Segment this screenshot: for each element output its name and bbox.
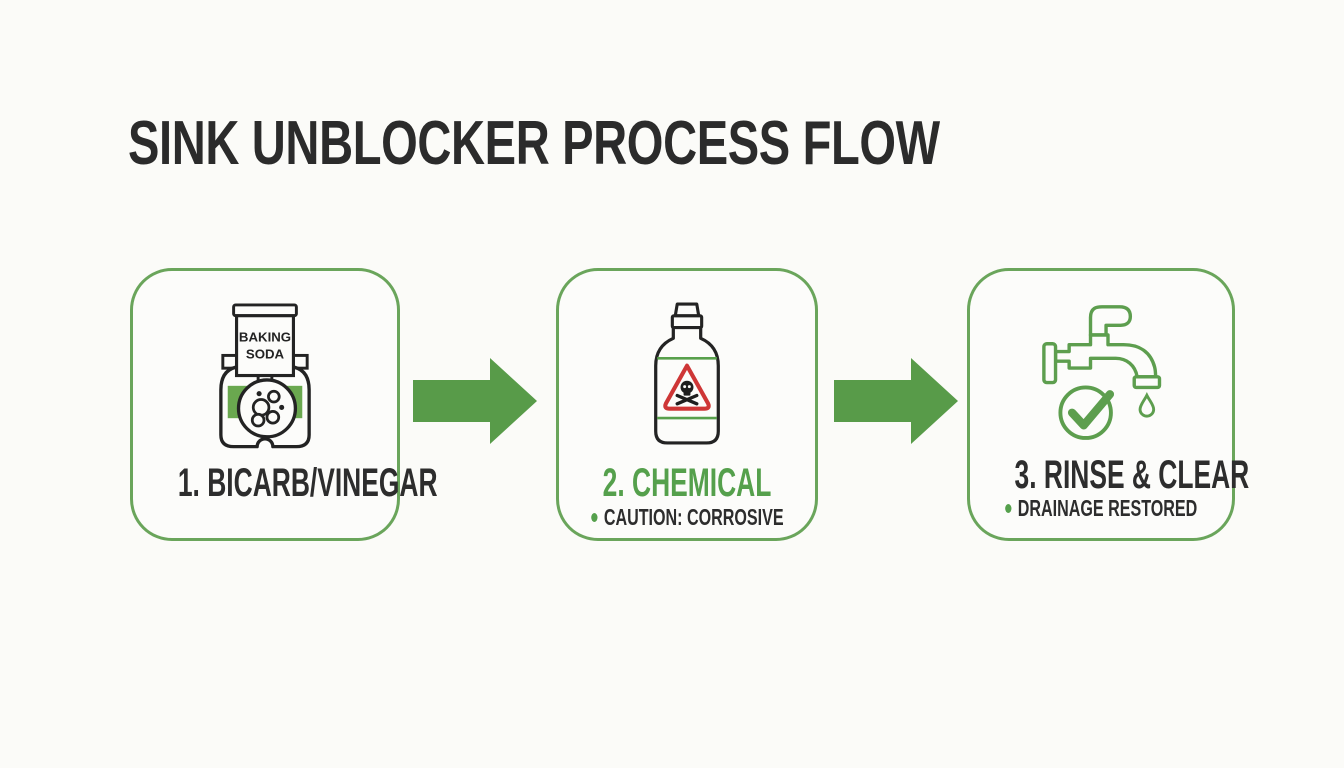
chemical-bottle-poison-icon — [559, 301, 815, 448]
step-box-rinse-clear: 3. RINSE & CLEAR DRAINAGE RESTORED — [967, 268, 1250, 541]
baking-soda-label-line2: SODA — [246, 346, 285, 361]
arrow-right-icon — [834, 358, 958, 444]
step-label-2: 2. CHEMICAL — [602, 461, 772, 505]
step-note-3: DRAINAGE RESTORED — [970, 497, 1232, 520]
step-box-chemical: 2. CHEMICAL CAUTION: CORROSIVE — [556, 268, 818, 541]
faucet-check-icon — [984, 295, 1232, 443]
page-title: SINK UNBLOCKER PROCESS FLOW — [128, 109, 940, 178]
step-note-text-3: DRAINAGE RESTORED — [1017, 495, 1198, 521]
baking-soda-vinegar-icon: BAKING SODA — [133, 303, 397, 451]
bullet-dot-icon — [1004, 504, 1012, 513]
arrow-right-icon — [413, 358, 537, 444]
step-label-3: 3. RINSE & CLEAR — [1014, 453, 1250, 497]
step-label-1: 1. BICARB/VINEGAR — [177, 461, 438, 505]
bullet-dot-icon — [590, 513, 598, 522]
step-note-text-2: CAUTION: CORROSIVE — [603, 504, 784, 530]
step-box-bicarb-vinegar: BAKING SODA 1. BICARB/VINEGAR — [130, 268, 438, 541]
baking-soda-label-line1: BAKING — [239, 330, 291, 345]
step-note-2: CAUTION: CORROSIVE — [559, 506, 815, 529]
